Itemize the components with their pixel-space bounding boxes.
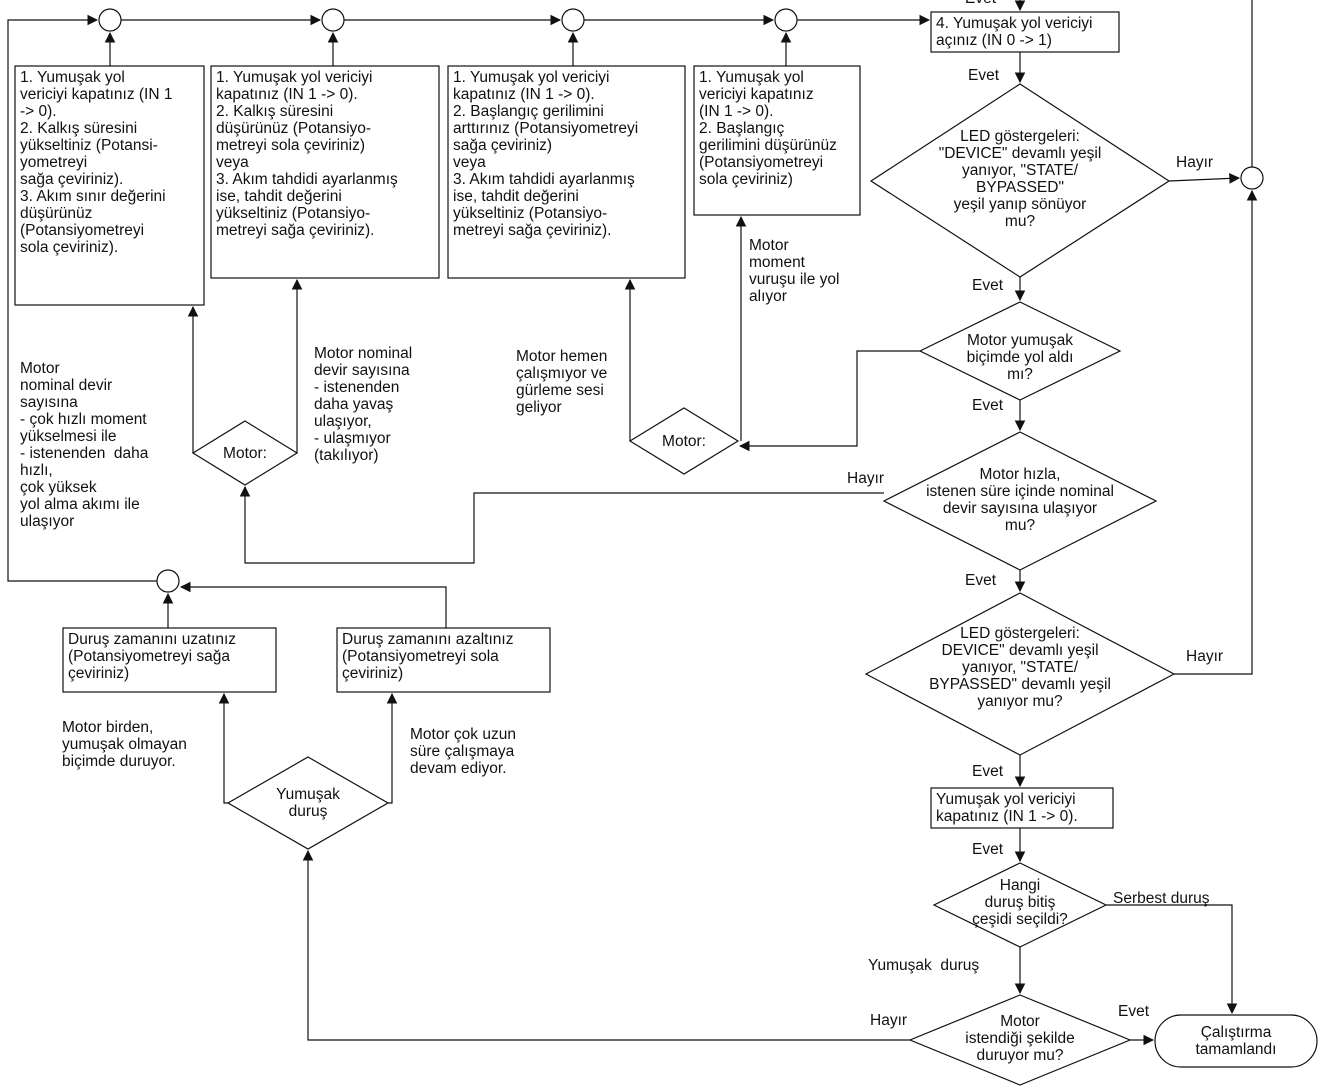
- wire: [1168, 173, 1241, 184]
- soft-stop-diamond: [226, 756, 390, 850]
- complete-terminal-text: Çalıştırma tamamlandı: [1195, 1024, 1277, 1058]
- wire: [1174, 189, 1258, 675]
- reduce-box-frame: [336, 627, 551, 693]
- start-box-frame: [930, 11, 1120, 53]
- wire: [218, 692, 230, 804]
- connector-circle-bottom: [156, 569, 180, 593]
- fix4-box-frame: [693, 65, 861, 216]
- wire: [239, 485, 884, 564]
- wire: [302, 849, 910, 1041]
- stop-ok-diamond: [908, 994, 1132, 1086]
- label-hayir-3: Hayır: [1186, 648, 1224, 665]
- soft-start-question: Motor yumuşak biçimde yol aldı mı?: [966, 332, 1074, 383]
- fix1-box-frame: [14, 65, 205, 306]
- extend-box-text: Duruş zamanını uzatınız (Potansiyometrey…: [68, 631, 236, 682]
- label-evet-3: Evet: [972, 277, 1004, 294]
- connector-circle-2: [321, 8, 345, 32]
- fix2-box-frame: [210, 65, 440, 279]
- extend-box-frame: [62, 627, 277, 693]
- connector-circle-right: [1240, 166, 1264, 190]
- start-box-text: 4. Yumuşak yol vericiyi açınız (IN 0 -> …: [936, 15, 1093, 49]
- note-no-start: Motor hemen çalışmıyor ve gürleme sesi g…: [516, 348, 608, 416]
- label-evet-2: Evet: [968, 67, 1000, 84]
- label-evet-5: Evet: [965, 572, 997, 589]
- label-evet-1: Evet: [965, 0, 996, 7]
- motor-right-diamond: [628, 407, 740, 475]
- stop-type-question: Hangi duruş bitiş çeşidi seçildi?: [972, 877, 1068, 928]
- label-hayir-2: Hayır: [847, 470, 885, 487]
- label-serbest-durus: Serbest duruş: [1113, 890, 1210, 907]
- wire: [386, 692, 398, 804]
- label-evet-4: Evet: [972, 397, 1004, 414]
- complete-terminal-frame: [1154, 1014, 1318, 1068]
- fix4-box-text: 1. Yumuşak yol vericiyi kapatınız (IN 1 …: [699, 69, 837, 188]
- note-too-fast: Motor nominal devir sayısına - çok hızlı…: [20, 360, 149, 530]
- note-too-slow: Motor nominal devir sayısına - istenende…: [314, 345, 413, 464]
- soft-stop-label: Yumuşak duruş: [276, 786, 340, 820]
- reduce-box-text: Duruş zamanını azaltınız (Potansiyometre…: [342, 631, 514, 682]
- note-jerk: Motor moment vuruşu ile yol alıyor: [749, 237, 840, 305]
- label-evet-6: Evet: [972, 763, 1004, 780]
- motor-left-label: Motor:: [223, 445, 267, 462]
- wire: [738, 350, 920, 452]
- led2-question: LED göstergeleri: DEVICE" devamlı yeşil …: [929, 625, 1111, 710]
- label-evet-8: Evet: [1118, 1003, 1150, 1020]
- fix2-box-text: 1. Yumuşak yol vericiyi kapatınız (IN 1 …: [216, 69, 398, 239]
- stop-off-box-text: Yumuşak yol vericiyi kapatınız (IN 1 -> …: [936, 791, 1078, 825]
- stop-off-box-frame: [930, 787, 1114, 829]
- note-abrupt-stop: Motor birden, yumuşak olmayan biçimde du…: [62, 719, 187, 770]
- label-hayir-4: Hayır: [870, 1012, 908, 1029]
- stop-ok-question: Motor istendiği şekilde duruyor mu?: [965, 1013, 1075, 1064]
- fix3-box-text: 1. Yumuşak yol vericiyi kapatınız (IN 1 …: [453, 69, 639, 239]
- connector-circle-3: [561, 8, 585, 32]
- wire: [7, 14, 157, 582]
- label-yumusak-durus: Yumuşak duruş: [868, 957, 980, 974]
- wire: [1106, 904, 1238, 1015]
- connector-circle-1: [98, 8, 122, 32]
- fix3-box-frame: [447, 65, 686, 279]
- fast-question: Motor hızla, istenen süre içinde nominal…: [926, 466, 1114, 534]
- fix1-box-text: 1. Yumuşak yol vericiyi kapatınız (IN 1 …: [20, 69, 173, 256]
- wire: [179, 581, 447, 628]
- note-long-run: Motor çok uzun süre çalışmaya devam ediy…: [410, 726, 516, 777]
- label-hayir-1: Hayır: [1176, 154, 1214, 171]
- led1-question: LED göstergeleri: "DEVICE" devamlı yeşil…: [938, 128, 1102, 230]
- label-evet-7: Evet: [972, 841, 1004, 858]
- motor-right-label: Motor:: [662, 433, 706, 450]
- motor-left-diamond: [191, 420, 299, 486]
- connector-circle-4: [774, 8, 798, 32]
